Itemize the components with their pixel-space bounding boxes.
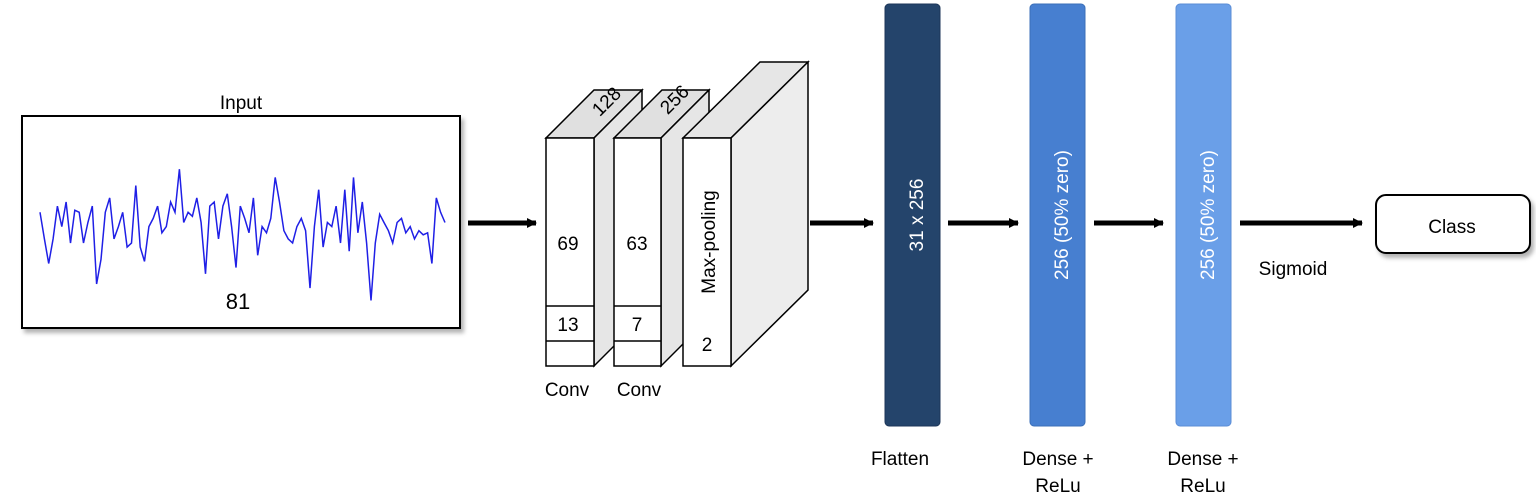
flatten-label: Flatten (871, 449, 929, 470)
flatten-bar (884, 3, 941, 427)
conv-block-2-size: 63 (626, 234, 647, 255)
input-signal-box (21, 115, 461, 329)
conv-block-2-kernel: 7 (632, 315, 643, 336)
dense2-bar (1175, 3, 1232, 427)
conv-block-1-label: Conv (545, 380, 590, 401)
max-pooling-block: Max-pooling 2 (681, 60, 810, 368)
dense2-text: 256 (50% zero) (1198, 150, 1219, 280)
conv-block-1-front (545, 137, 595, 367)
conv-block-2-label: Conv (617, 380, 662, 401)
input-title: Input (220, 93, 263, 114)
dense1-bar (1029, 3, 1086, 427)
conv-block-2-front (613, 137, 662, 367)
flatten-text: 31 x 256 (907, 179, 928, 252)
conv-block-1-kernel: 13 (557, 315, 578, 336)
input-size-label: 81 (226, 289, 250, 314)
dense1-text: 256 (50% zero) (1052, 150, 1073, 280)
dense1-label-line2: ReLu (1035, 476, 1080, 497)
input-signal-line (39, 169, 446, 301)
dense2-label-line2: ReLu (1180, 476, 1225, 497)
class-output-label: Class (1428, 217, 1476, 238)
max-pooling-front (682, 137, 732, 367)
sigmoid-label: Sigmoid (1259, 259, 1328, 280)
conv-block-1-size: 69 (557, 234, 578, 255)
dense1-label-line1: Dense + (1022, 449, 1093, 470)
max-pooling-size: 2 (702, 335, 713, 356)
dense2-label-line1: Dense + (1167, 449, 1238, 470)
class-output-box (1375, 194, 1531, 254)
max-pooling-label: Max-pooling (699, 190, 720, 294)
